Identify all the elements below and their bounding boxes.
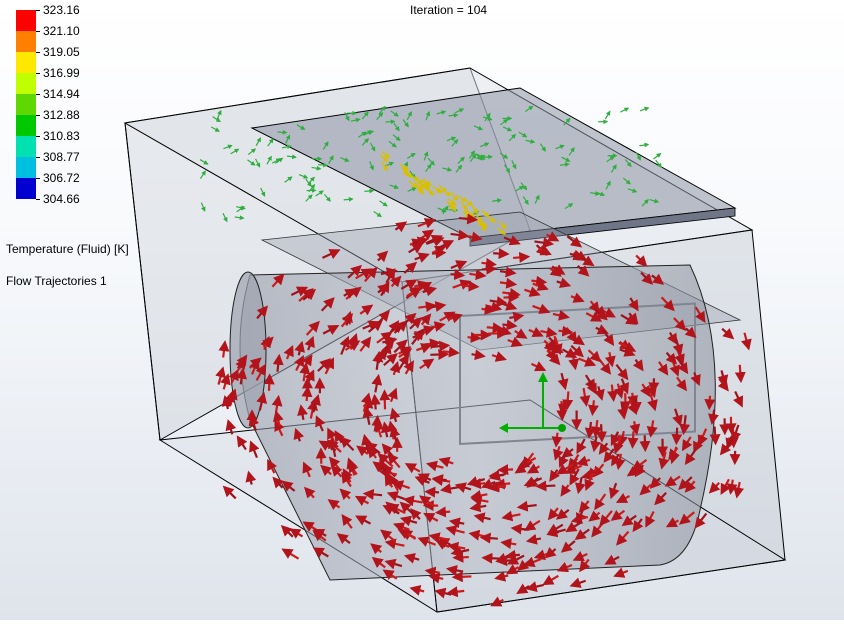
legend-value-label: 319.05 bbox=[43, 45, 80, 59]
cylinder-housing bbox=[230, 265, 715, 580]
legend-value-label: 312.88 bbox=[43, 108, 80, 122]
flow-arrow bbox=[426, 492, 439, 493]
legend-color-swatch bbox=[16, 178, 36, 199]
legend-tick bbox=[36, 178, 40, 179]
flow-arrow bbox=[278, 132, 287, 133]
legend-value-label: 316.99 bbox=[43, 66, 80, 80]
flow-arrow bbox=[482, 537, 498, 538]
flow-arrow bbox=[433, 345, 448, 346]
flow-arrow bbox=[556, 433, 557, 446]
legend-color-swatch bbox=[16, 10, 36, 31]
temperature-legend[interactable]: 323.16 321.10 319.05 316.99 314.94 312.88 310.… bbox=[0, 0, 200, 300]
flow-arrow bbox=[472, 483, 485, 484]
flow-arrow bbox=[434, 479, 447, 481]
flow-arrow bbox=[676, 428, 677, 443]
flow-arrow bbox=[636, 398, 637, 411]
legend-tick bbox=[36, 199, 40, 200]
legend-tick bbox=[36, 10, 40, 11]
legend-title: Temperature (Fluid) [K] bbox=[6, 242, 129, 256]
flow-arrow bbox=[282, 527, 292, 537]
flow-arrow bbox=[491, 475, 504, 476]
legend-tick bbox=[36, 94, 40, 95]
legend-color-swatch bbox=[16, 115, 36, 136]
legend-tick bbox=[36, 73, 40, 74]
flow-arrow bbox=[443, 351, 458, 353]
iteration-label: Iteration = 104 bbox=[410, 3, 487, 17]
flow-arrow bbox=[482, 269, 495, 270]
flow-arrow bbox=[740, 365, 741, 381]
flow-arrow bbox=[538, 486, 556, 487]
flow-arrow bbox=[224, 487, 235, 498]
flow-arrow bbox=[496, 483, 510, 484]
flow-arrow bbox=[484, 558, 501, 559]
flow-arrow bbox=[499, 469, 513, 470]
flow-arrow bbox=[448, 210, 457, 211]
flow-arrow bbox=[601, 424, 602, 440]
legend-color-swatch bbox=[16, 136, 36, 157]
flow-arrow bbox=[487, 327, 502, 328]
flow-arrow bbox=[605, 111, 610, 119]
legend-tick bbox=[36, 31, 40, 32]
flow-arrow bbox=[531, 281, 545, 283]
flow-arrow bbox=[468, 337, 480, 338]
flow-arrow bbox=[709, 396, 710, 408]
flow-arrow bbox=[454, 576, 471, 577]
flow-arrow bbox=[375, 396, 376, 410]
flow-arrow bbox=[449, 115, 458, 116]
cylinder-body bbox=[240, 265, 715, 580]
flow-arrow bbox=[437, 512, 450, 513]
flow-arrow bbox=[307, 388, 308, 401]
legend-tick bbox=[36, 136, 40, 137]
flow-arrow bbox=[493, 253, 507, 254]
flow-arrow bbox=[451, 274, 464, 275]
flow-arrow bbox=[640, 108, 648, 111]
flow-arrow bbox=[653, 378, 654, 391]
legend-tick bbox=[36, 52, 40, 53]
flow-arrow bbox=[639, 144, 648, 145]
legend-color-swatch bbox=[16, 31, 36, 52]
flow-arrow bbox=[269, 375, 270, 390]
flow-arrow bbox=[507, 555, 520, 557]
flow-arrow bbox=[455, 557, 469, 558]
flow-arrow bbox=[567, 391, 568, 408]
triad-origin bbox=[558, 424, 566, 432]
legend-value-label: 304.66 bbox=[43, 192, 80, 206]
legend-color-swatch bbox=[16, 157, 36, 178]
flow-arrow bbox=[620, 108, 628, 112]
legend-value-label: 308.77 bbox=[43, 150, 80, 164]
legend-tick bbox=[36, 115, 40, 116]
flow-arrow bbox=[633, 431, 634, 446]
flow-arrow bbox=[715, 427, 716, 444]
flow-arrow bbox=[592, 400, 593, 414]
legend-value-label: 323.16 bbox=[43, 3, 80, 17]
legend-value-label: 321.10 bbox=[43, 24, 80, 38]
flow-arrow bbox=[645, 435, 646, 450]
legend-value-label: 306.72 bbox=[43, 171, 80, 185]
flow-arrow bbox=[430, 354, 447, 355]
flow-arrow bbox=[462, 286, 477, 287]
flow-arrow bbox=[364, 191, 373, 192]
flow-arrow bbox=[318, 165, 327, 166]
legend-color-swatch bbox=[16, 52, 36, 73]
flow-arrow bbox=[283, 550, 298, 559]
flow-arrow bbox=[559, 331, 572, 332]
legend-value-label: 310.83 bbox=[43, 129, 80, 143]
flow-arrow bbox=[513, 257, 528, 258]
legend-tick bbox=[36, 157, 40, 158]
legend-value-label: 314.94 bbox=[43, 87, 80, 101]
flow-arrow bbox=[483, 157, 492, 158]
legend-color-swatch bbox=[16, 94, 36, 115]
legend-color-swatch bbox=[16, 73, 36, 94]
flow-arrow bbox=[344, 199, 353, 200]
flow-arrow bbox=[653, 154, 660, 159]
legend-trajectory-label: Flow Trajectories 1 bbox=[6, 274, 107, 288]
